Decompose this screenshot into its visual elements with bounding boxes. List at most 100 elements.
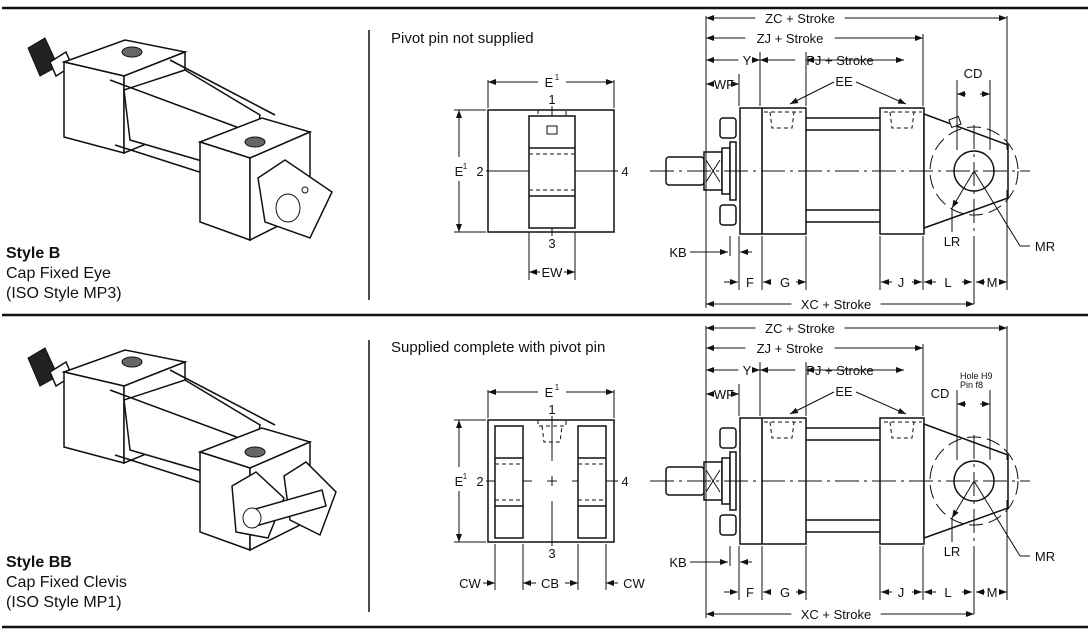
tie-rod <box>169 369 276 426</box>
style-bb-note: Supplied complete with pivot pin <box>391 339 606 356</box>
y-dimension-label: Y <box>743 363 752 378</box>
port-position-2: 2 <box>476 164 483 179</box>
zj-dimension-label: ZJ + Stroke <box>757 341 824 356</box>
e1-width-label: E <box>545 385 554 400</box>
e1-width-superscript: 1 <box>555 73 560 82</box>
ee-leader-right <box>855 81 907 105</box>
pj-dimension-label: PJ + Stroke <box>806 53 874 68</box>
e1-width-superscript: 1 <box>555 383 560 392</box>
tie-rod-nut <box>719 514 737 536</box>
cd-label: CD <box>964 66 983 81</box>
tie-rod-nut <box>719 117 737 139</box>
line <box>973 170 1021 247</box>
port-position-3: 3 <box>548 236 555 251</box>
zc-dimension-label: ZC + Stroke <box>765 11 835 26</box>
style-b-note: Pivot pin not supplied <box>391 30 534 47</box>
j-label: J <box>898 585 905 600</box>
style-b-iso-style: (ISO Style MP3) <box>6 285 122 302</box>
port-icon <box>244 446 266 458</box>
grease-fitting-icon <box>301 186 309 194</box>
port-tap <box>769 111 795 129</box>
port-tap <box>537 420 567 427</box>
e1-height-superscript: 1 <box>463 472 468 481</box>
kb-label: KB <box>669 245 686 260</box>
port-icon <box>121 356 143 368</box>
grease-fitting-icon <box>948 115 962 129</box>
tie-rod-nut <box>719 204 737 226</box>
port-tap <box>541 425 563 443</box>
port-tap <box>769 421 795 439</box>
tie-rod <box>169 59 276 116</box>
ee-label: EE <box>835 74 853 89</box>
line <box>705 469 721 493</box>
port-icon <box>244 136 266 148</box>
kb-label: KB <box>669 555 686 570</box>
port-tap <box>889 421 915 439</box>
ee-leader-right <box>855 391 907 415</box>
m-label: M <box>987 585 998 600</box>
clevis-lug-left <box>494 425 524 539</box>
tie-rod <box>109 79 251 133</box>
lr-label: LR <box>944 234 961 249</box>
port-position-3: 3 <box>548 546 555 561</box>
port-position-2: 2 <box>476 474 483 489</box>
mr-label: MR <box>1035 239 1055 254</box>
xc-dimension-label: XC + Stroke <box>801 297 871 312</box>
port-position-4: 4 <box>621 164 628 179</box>
l-label: L <box>944 275 951 290</box>
tolerance-hole-h9: Hole H9 <box>960 371 993 381</box>
f-label: F <box>746 585 754 600</box>
cd-label: CD <box>931 386 950 401</box>
m-label: M <box>987 275 998 290</box>
l-label: L <box>944 585 951 600</box>
tolerance-pin-f8: Pin f8 <box>960 380 983 390</box>
lr-label: LR <box>944 544 961 559</box>
cylinder-isometric-eye <box>27 37 333 242</box>
wf-dimension-label: WF <box>714 387 734 402</box>
zc-dimension-label: ZC + Stroke <box>765 321 835 336</box>
style-b-mount-name: Cap Fixed Eye <box>6 265 111 282</box>
port-tap <box>889 111 915 129</box>
style-b-title: Style B <box>6 245 61 262</box>
line <box>705 159 721 183</box>
eye-lug <box>528 115 576 229</box>
ee-label: EE <box>835 384 853 399</box>
style-bb-title: Style BB <box>6 554 72 571</box>
lr-leader <box>951 170 975 209</box>
style-bb-mount-name: Cap Fixed Clevis <box>6 574 127 591</box>
mr-label: MR <box>1035 549 1055 564</box>
port-position-1: 1 <box>548 92 555 107</box>
f-label: F <box>746 275 754 290</box>
e1-height-label: E <box>455 474 464 489</box>
g-label: G <box>780 585 790 600</box>
ee-leader-left <box>789 391 835 415</box>
eye-hole <box>275 193 301 223</box>
e1-width-label: E <box>545 75 554 90</box>
zj-dimension-label: ZJ + Stroke <box>757 31 824 46</box>
ee-leader-left <box>789 81 835 105</box>
cw-left-label: CW <box>459 576 481 591</box>
cw-right-label: CW <box>623 576 645 591</box>
pj-dimension-label: PJ + Stroke <box>806 363 874 378</box>
line <box>973 480 1021 557</box>
head-front <box>63 371 125 464</box>
g-label: G <box>780 275 790 290</box>
cap-front <box>199 140 251 242</box>
lr-leader <box>951 480 975 519</box>
j-label: J <box>898 275 905 290</box>
cb-label: CB <box>541 576 559 591</box>
head-front <box>63 61 125 154</box>
xc-dimension-label: XC + Stroke <box>801 607 871 622</box>
port-position-4: 4 <box>621 474 628 489</box>
port-position-1: 1 <box>548 402 555 417</box>
wf-dimension-label: WF <box>714 77 734 92</box>
e1-height-label: E <box>455 164 464 179</box>
clevis-lug-right <box>577 425 607 539</box>
ew-label: EW <box>542 265 564 280</box>
